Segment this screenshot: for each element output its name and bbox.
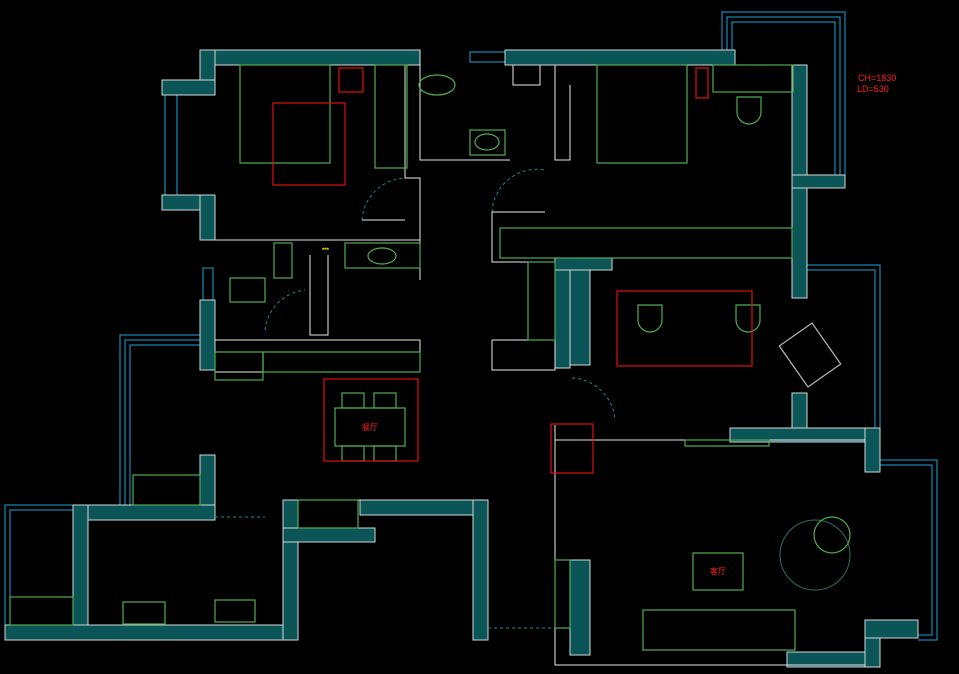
ld-label: LD=530 (857, 84, 889, 94)
walls (4, 49, 919, 668)
highlight-boxes (272, 67, 753, 474)
living-room-label: 客厅 (710, 567, 726, 576)
ceiling-height-label: CH=1830 (858, 73, 897, 83)
small-marker: *** (322, 248, 330, 254)
doors (215, 168, 616, 629)
furniture (9, 64, 851, 651)
dining-room-label: 餐厅 (362, 423, 378, 432)
partition-lines (215, 50, 865, 666)
